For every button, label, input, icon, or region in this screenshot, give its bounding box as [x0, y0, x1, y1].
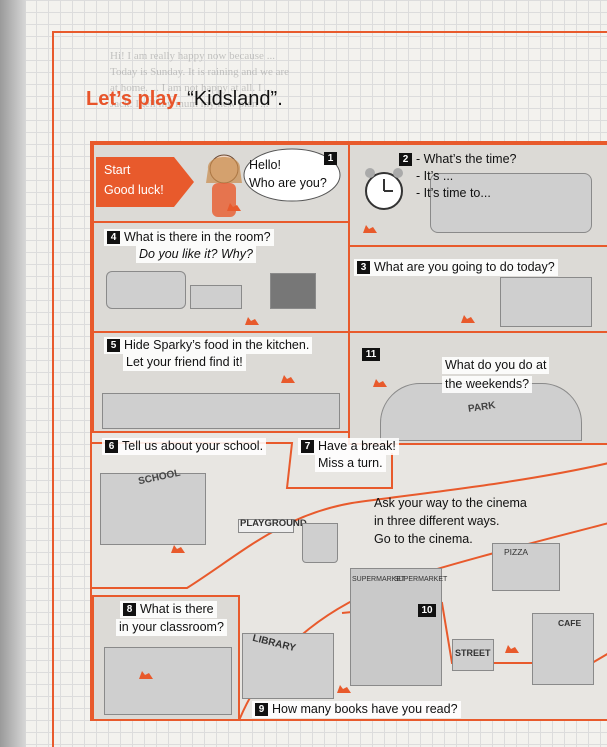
fox-icon: [227, 203, 241, 211]
fox-icon: [373, 379, 387, 387]
square-4-line-2: Do you like it? Why?: [136, 246, 256, 263]
street-sign: STREET: [455, 648, 491, 658]
square-11[interactable]: PARK 11 What do you do at the weekends?: [348, 331, 607, 445]
exercise-heading: Let’s play. “Kidsland”.: [86, 88, 283, 111]
playground-sign: PLAYGROUND: [240, 518, 307, 529]
table-illustration: [190, 285, 242, 309]
cafe-illustration: [532, 613, 594, 685]
square-10-number[interactable]: 10: [418, 601, 440, 619]
fox-icon: [505, 645, 519, 653]
square-3-number: 3: [357, 261, 370, 274]
tv-illustration: [270, 273, 316, 309]
playground-sign-board: [238, 519, 294, 533]
square-7-number: 7: [301, 440, 314, 453]
library-illustration: [242, 633, 334, 699]
fox-icon: [281, 375, 295, 383]
cinema-line-2: in three different ways.: [374, 514, 500, 528]
square-11-number: 11: [362, 345, 384, 363]
speech-bubble: [243, 148, 341, 202]
bleed-line: Today is Sunday. It is raining and we ar…: [110, 66, 290, 78]
start-arrow: Start Good luck!: [96, 157, 194, 207]
square-11-line-1: What do you do at: [442, 357, 550, 374]
supermarket-illustration: [350, 568, 442, 686]
square-11-line-2: the weekends?: [442, 376, 533, 393]
square-9-number: 9: [255, 703, 268, 716]
pizza-sign: PIZZA: [504, 547, 529, 557]
fox-icon: [337, 685, 351, 693]
heading-lets-play: Let’s play.: [86, 88, 182, 110]
school-building-illustration: [100, 473, 206, 545]
square-6-number: 6: [105, 440, 118, 453]
square-5-number: 5: [107, 339, 120, 352]
alarm-clock-icon: [365, 168, 403, 210]
square-2-line-3: - It’s time to...: [416, 186, 491, 200]
street-sign-board: [452, 639, 494, 671]
bleed-line: Jack: I tell my mum my new plan ...: [110, 98, 269, 110]
square-1-line-1: Hello!: [249, 158, 281, 172]
bedroom-illustration: [500, 277, 592, 327]
fox-icon: [171, 545, 185, 553]
sofa-illustration: [106, 271, 186, 309]
heading-title: “Kidsland”.: [187, 88, 283, 110]
square-1-number: 1: [324, 149, 341, 167]
classroom-illustration: [104, 647, 232, 715]
supermarket-sign-right: SUPERMARKET: [394, 576, 448, 583]
cinema-line-1[interactable]: Ask your way to the cinema: [374, 496, 527, 510]
bleed-line: Hi! I am really happy now because ...: [110, 50, 275, 62]
book-spine-shadow: [0, 0, 26, 747]
square-7-line-2: Miss a turn.: [315, 455, 386, 472]
bed-illustration: [430, 173, 592, 233]
good-luck-label: Good luck!: [104, 183, 164, 197]
square-4-number: 4: [107, 231, 120, 244]
square-2-line-2: - It’s ...: [416, 169, 454, 183]
square-1-line-2: Who are you?: [249, 176, 327, 190]
square-2-number: 2: [399, 153, 412, 166]
bleed-line: at home. ... I am not happy at all. I ..…: [110, 82, 273, 94]
start-arrow-shape: [96, 157, 194, 207]
bleed-through-text: Hi! I am really happy now because ... To…: [110, 48, 580, 112]
fox-icon: [363, 225, 377, 233]
square-8-line-2: in your classroom?: [116, 619, 227, 636]
slide-illustration: [302, 523, 338, 563]
fox-icon: [139, 671, 153, 679]
page-orange-frame: [52, 31, 607, 747]
supermarket-sign-left: SUPERMARKET: [352, 576, 406, 583]
square-2[interactable]: 2- What’s the time? - It’s ... - It’s ti…: [348, 143, 607, 247]
cafe-sign: CAFE: [558, 618, 582, 628]
game-board: Start Good luck! Hello! Who are you? 1: [90, 141, 607, 721]
fox-icon: [245, 317, 259, 325]
start-label: Start: [104, 163, 131, 177]
pizza-shop-illustration: [492, 543, 560, 591]
square-2-line-1: 2- What’s the time?: [399, 151, 517, 168]
square-5-line-2: Let your friend find it!: [123, 354, 246, 371]
square-8-number: 8: [123, 603, 136, 616]
fox-icon: [461, 315, 475, 323]
kitchen-counter-illustration: [102, 393, 340, 429]
cinema-line-3: Go to the cinema.: [374, 532, 473, 546]
